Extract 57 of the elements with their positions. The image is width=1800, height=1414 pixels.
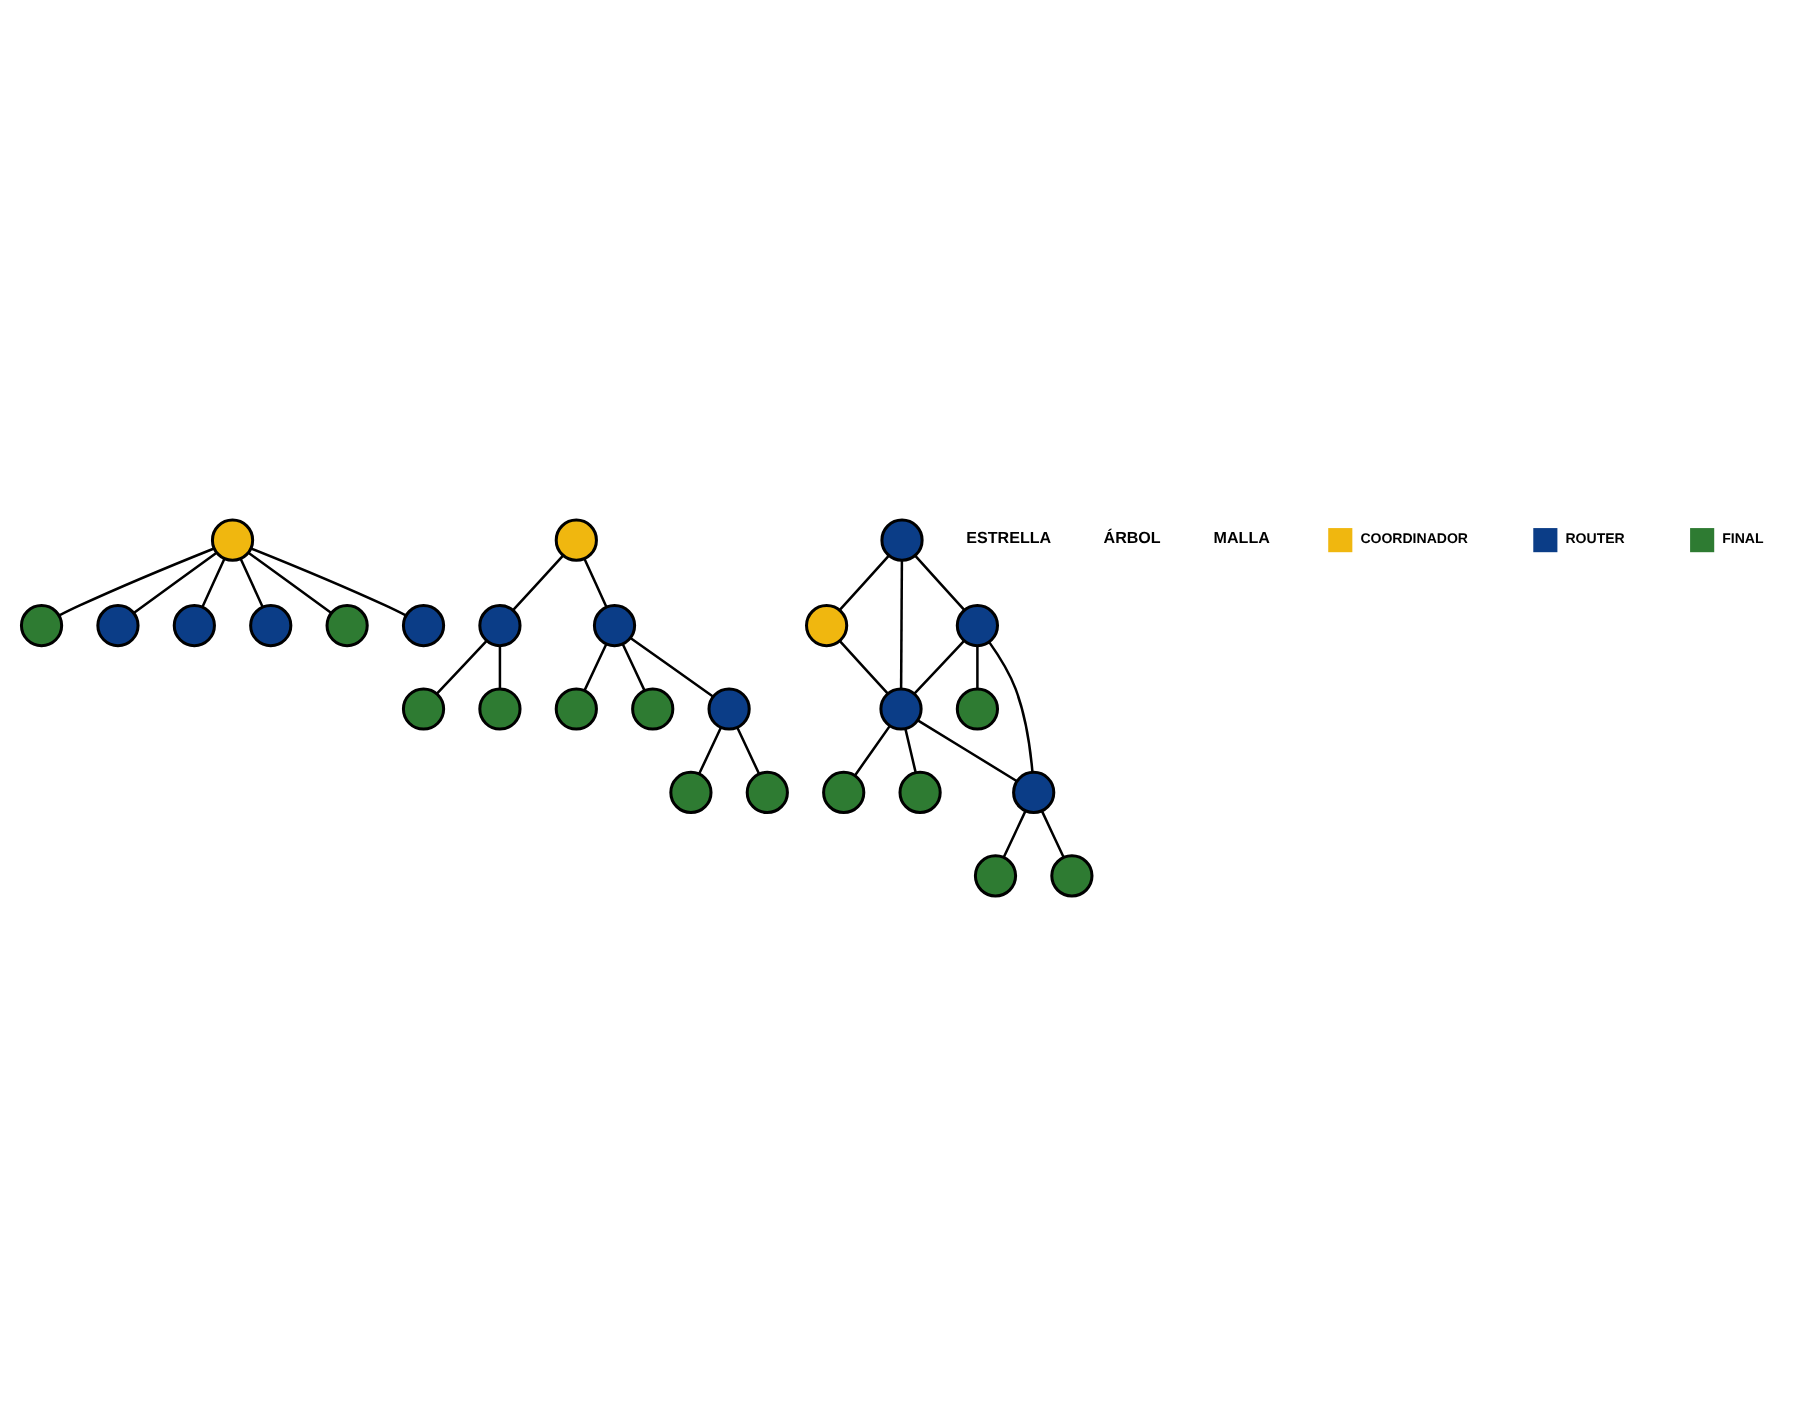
connector bbox=[899, 560, 904, 689]
connector bbox=[1040, 810, 1065, 858]
node-circle bbox=[880, 518, 924, 562]
node-circle bbox=[631, 687, 675, 731]
connector bbox=[629, 636, 714, 698]
connector bbox=[201, 558, 226, 608]
connector bbox=[913, 639, 965, 695]
node-circle bbox=[478, 687, 522, 731]
node-circle bbox=[822, 770, 866, 815]
connector bbox=[904, 728, 917, 773]
connector bbox=[917, 719, 1018, 783]
connector bbox=[988, 641, 1034, 773]
node-circle bbox=[805, 603, 849, 648]
node-circle bbox=[19, 603, 64, 648]
label: MALLA bbox=[1213, 528, 1270, 547]
connector bbox=[853, 725, 891, 777]
node-circle bbox=[554, 518, 598, 562]
label: ESTRELLA bbox=[966, 528, 1052, 547]
connector bbox=[247, 551, 333, 615]
label: ÁRBOL bbox=[1103, 528, 1161, 547]
connector bbox=[698, 727, 722, 775]
node-circle bbox=[955, 687, 999, 731]
connector bbox=[133, 551, 218, 615]
connector bbox=[512, 554, 564, 612]
node-circle bbox=[707, 687, 751, 731]
node-circle bbox=[879, 687, 923, 731]
node-circle bbox=[669, 770, 713, 815]
connector bbox=[838, 554, 890, 612]
connector bbox=[58, 547, 215, 617]
connector bbox=[976, 645, 979, 689]
node-circle bbox=[554, 687, 598, 731]
node-circle bbox=[478, 603, 522, 648]
node-circle bbox=[1050, 854, 1094, 898]
connector bbox=[621, 643, 646, 691]
node-circle bbox=[745, 770, 789, 815]
node-circle bbox=[401, 687, 446, 731]
node-circle bbox=[1012, 770, 1056, 815]
node-circle bbox=[172, 603, 216, 648]
node-circle bbox=[249, 603, 293, 648]
node-circle bbox=[325, 603, 369, 648]
connector bbox=[583, 643, 608, 691]
connector bbox=[436, 639, 488, 695]
connector bbox=[583, 558, 608, 608]
node-circle bbox=[973, 854, 1018, 898]
node-circle bbox=[401, 603, 446, 648]
node-circle bbox=[898, 770, 942, 815]
node-circle bbox=[210, 518, 255, 562]
node-circle bbox=[955, 603, 999, 648]
connector bbox=[239, 558, 264, 608]
connector bbox=[1002, 810, 1027, 858]
connector bbox=[498, 645, 502, 689]
connector bbox=[250, 547, 407, 617]
connector bbox=[736, 727, 761, 775]
node-circle bbox=[96, 603, 140, 648]
node-circle bbox=[592, 603, 637, 648]
connector bbox=[839, 640, 889, 695]
connector bbox=[914, 554, 966, 612]
